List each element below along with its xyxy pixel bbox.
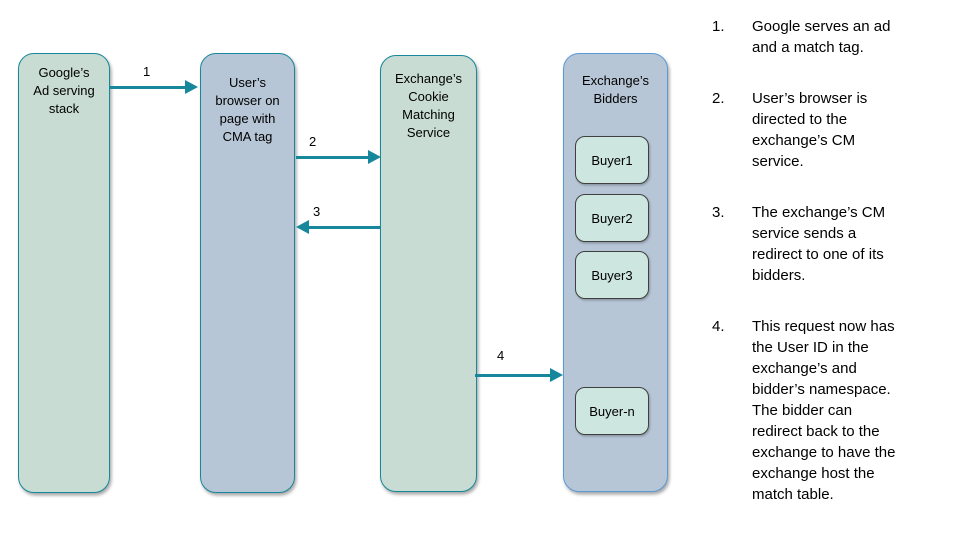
node-cookie-matching-service: Exchange’s Cookie Matching Service — [380, 55, 477, 492]
step-1: 1. Google serves an ad and a match tag. — [712, 16, 958, 58]
arrow-1 — [110, 79, 198, 95]
step-1-number: 1. — [712, 18, 725, 35]
step-4: 4. This request now has the User ID in t… — [712, 316, 958, 505]
step-2-number: 2. — [712, 90, 725, 107]
node-exchange-bidders-label: Exchange’s Bidders — [582, 73, 649, 106]
arrow-4-label: 4 — [497, 348, 505, 363]
node-user-browser-label: User’s browser on page with CMA tag — [215, 75, 280, 144]
arrow-1-shaft — [110, 85, 185, 89]
step-2-text: User’s browser is directed to the exchan… — [752, 90, 868, 170]
arrow-3-shaft — [309, 225, 381, 229]
buyer2-label: Buyer2 — [591, 210, 633, 226]
node-user-browser: User’s browser on page with CMA tag — [200, 53, 295, 493]
node-google-ad-stack: Google’s Ad serving stack — [18, 53, 110, 493]
arrow-2-shaft — [296, 155, 368, 159]
arrow-3-head — [296, 220, 309, 234]
arrow-4-head — [550, 368, 563, 382]
step-2: 2. User’s browser is directed to the exc… — [712, 88, 958, 172]
arrow-1-label: 1 — [143, 64, 151, 79]
node-google-ad-stack-label: Google’s Ad serving stack — [33, 65, 95, 116]
step-4-number: 4. — [712, 318, 725, 335]
arrow-4 — [475, 367, 563, 383]
buyer1-box: Buyer1 — [575, 136, 649, 184]
arrow-2-head — [368, 150, 381, 164]
arrow-4-shaft — [475, 373, 550, 377]
node-cookie-matching-service-label: Exchange’s Cookie Matching Service — [395, 71, 462, 140]
steps-list: 1. Google serves an ad and a match tag. … — [712, 16, 958, 535]
buyer2-box: Buyer2 — [575, 194, 649, 242]
step-3-text: The exchange’s CM service sends a redire… — [752, 204, 886, 284]
step-1-text: Google serves an ad and a match tag. — [752, 18, 891, 56]
arrow-3 — [296, 219, 381, 235]
step-3-number: 3. — [712, 204, 725, 221]
step-4-text: This request now has the User ID in the … — [752, 318, 896, 503]
arrow-1-head — [185, 80, 198, 94]
arrow-2 — [296, 149, 381, 165]
buyer3-label: Buyer3 — [591, 267, 633, 283]
step-3: 3. The exchange’s CM service sends a red… — [712, 202, 958, 286]
buyer-n-box: Buyer-n — [575, 387, 649, 435]
arrow-2-label: 2 — [309, 134, 317, 149]
buyer3-box: Buyer3 — [575, 251, 649, 299]
arrow-3-label: 3 — [313, 204, 321, 219]
buyer-n-label: Buyer-n — [589, 403, 635, 419]
node-exchange-bidders: Exchange’s Bidders Buyer1 Buyer2 Buyer3 … — [563, 53, 668, 492]
buyer1-label: Buyer1 — [591, 152, 633, 168]
